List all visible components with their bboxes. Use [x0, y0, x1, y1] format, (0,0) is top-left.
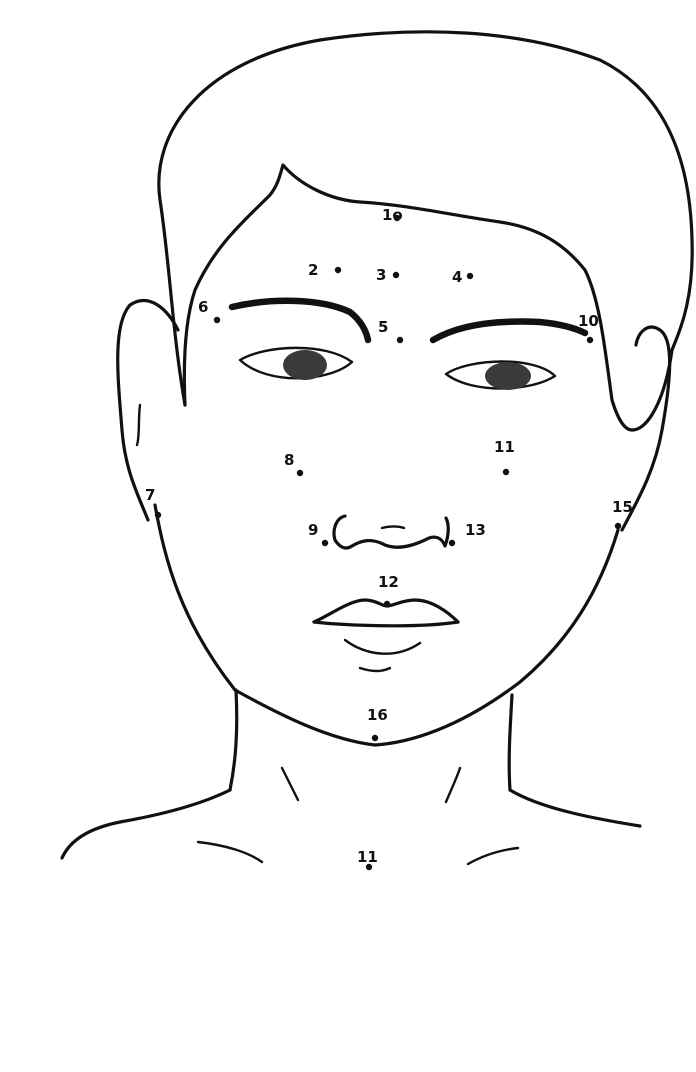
- point-label: 8: [284, 451, 294, 469]
- left-ear-inner: [137, 405, 140, 445]
- point-marker: [214, 317, 220, 323]
- left-eyebrow: [232, 301, 368, 340]
- right-shoulder: [510, 790, 640, 826]
- point-marker: [587, 337, 593, 343]
- point-marker: [615, 523, 621, 529]
- point-layer: 1o 2 3 4 5 6 10 7 8 11 9 13 12 16 15 11: [145, 206, 633, 870]
- point-label: 2: [308, 261, 318, 279]
- left-clavicle: [198, 842, 262, 862]
- right-clavicle: [468, 848, 518, 864]
- lip-line: [314, 622, 458, 626]
- left-iris: [283, 350, 327, 380]
- point-marker: [503, 469, 509, 475]
- right-eyebrow: [433, 322, 585, 340]
- left-shoulder: [62, 790, 230, 858]
- point-marker: [449, 540, 455, 546]
- point-marker: [155, 512, 161, 518]
- right-iris: [485, 362, 531, 390]
- neck-muscle-left: [282, 768, 298, 800]
- point-marker: [297, 470, 303, 476]
- chin-crease: [360, 668, 390, 671]
- point-marker: [397, 337, 403, 343]
- point-marker: [384, 601, 390, 607]
- point-label: 1o: [382, 206, 403, 224]
- point-label: 10: [578, 312, 599, 330]
- point-label: 5: [378, 318, 388, 336]
- lower-lip: [345, 640, 420, 654]
- hair-outline: [159, 32, 692, 430]
- nose-bridge: [382, 527, 404, 529]
- point-label: 13: [465, 521, 486, 539]
- point-label: 9: [308, 521, 318, 539]
- point-label: 11: [357, 848, 378, 866]
- point-marker: [394, 215, 400, 221]
- neck-right: [509, 695, 512, 790]
- point-label: 3: [376, 266, 386, 284]
- point-label: 4: [452, 268, 462, 286]
- hairline: [184, 165, 632, 430]
- point-marker: [372, 735, 378, 741]
- point-marker: [467, 273, 473, 279]
- point-marker: [335, 267, 341, 273]
- point-label: 11: [494, 438, 515, 456]
- point-label: 16: [367, 706, 388, 724]
- point-marker: [322, 540, 328, 546]
- neck-left: [230, 690, 237, 790]
- point-label: 15: [612, 498, 633, 516]
- neck-muscle-right: [446, 768, 460, 802]
- nose: [334, 516, 448, 548]
- point-marker: [393, 272, 399, 278]
- point-marker: [366, 864, 372, 870]
- point-label: 12: [378, 573, 399, 591]
- point-label: 6: [198, 298, 208, 316]
- point-label: 7: [145, 486, 155, 504]
